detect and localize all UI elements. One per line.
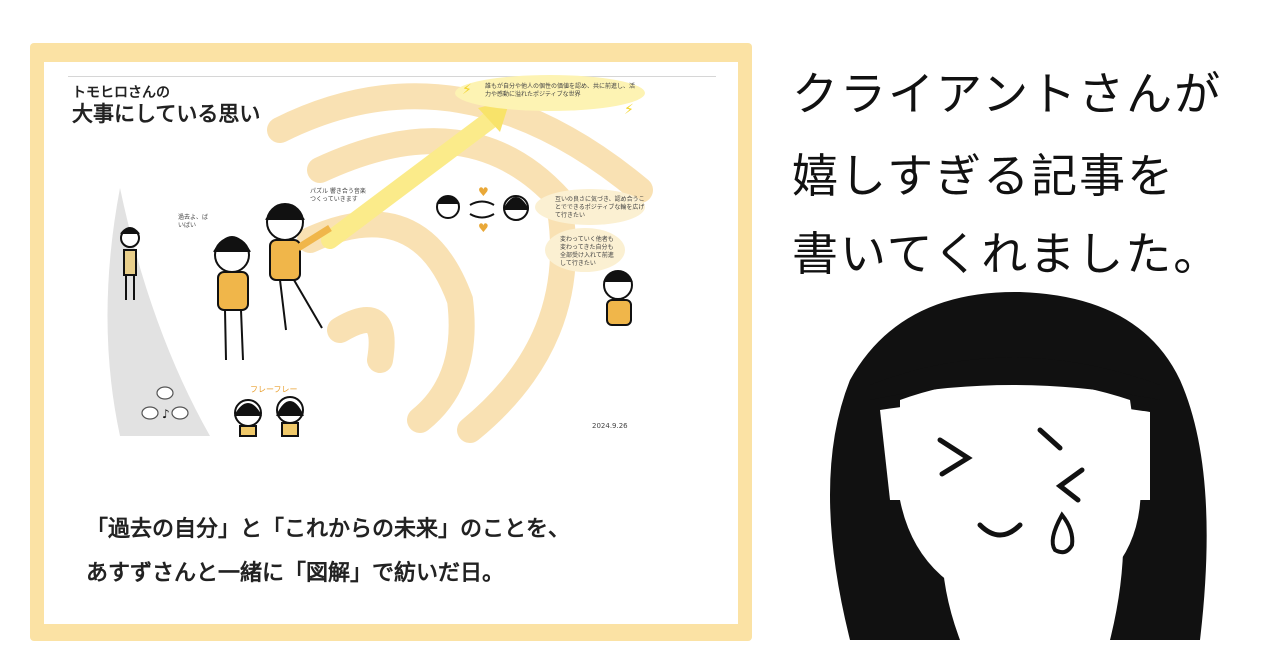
handwritten-line-3: 書いてくれました。	[792, 227, 1222, 281]
illustration-title: 大事にしている思い	[72, 101, 261, 126]
cheer-text: フレーフレー	[250, 385, 298, 394]
person-2	[265, 203, 332, 331]
divider	[68, 76, 716, 77]
note-bubble-2	[545, 228, 625, 272]
cheering-girls	[234, 396, 304, 437]
handwritten-line-1: クライアントさんが	[792, 67, 1223, 121]
caption-line-2: あすずさんと一緒に「図解」で紡いだ日。	[86, 561, 505, 586]
date: 2024.9.26	[592, 422, 628, 430]
music-note-icon: ♪	[162, 407, 170, 421]
person-1	[213, 236, 251, 361]
person-past	[120, 227, 140, 300]
caption-line-1: 「過去の自分」と「これからの未来」のことを、	[86, 517, 571, 542]
past-note: 過去よ、ばいばい	[178, 214, 209, 229]
vision-note: 誰もが自分や他人の個性の価値を認め、共に前進し、活力や感動に溢れたポジティブな世…	[485, 83, 636, 98]
sparkle-icon: ⚡	[462, 82, 472, 98]
speech-note: パズル 響き合う音楽 つくっていきます	[310, 188, 366, 203]
illustration-subtitle: トモヒロさんの	[72, 85, 170, 101]
arrow-to-future	[321, 111, 499, 249]
note-bubble-1	[535, 189, 645, 225]
vision-bubble	[455, 75, 645, 111]
pair-faces	[436, 195, 529, 221]
note-1: 互いの良さに気づき、認め合うことでできるポジティブな輪を広げて行きたい	[555, 196, 645, 219]
caption: 「過去の自分」と「これからの未来」のことを、 あすずさんと一緒に「図解」で紡いだ…	[86, 508, 570, 596]
note-2: 変わっていく他者も変わってきた自分も全部受け入れて前進して行きたい	[560, 236, 614, 267]
chat-bubbles	[141, 386, 189, 420]
sparkle-icon: ⚡	[624, 102, 634, 118]
crying-girl-drawing	[830, 291, 1207, 640]
handwritten-line-2: 嬉しすぎる記事を	[792, 149, 1176, 203]
heart-icon: ♥	[478, 221, 489, 235]
heart-icon: ♥	[478, 185, 489, 199]
person-3	[603, 270, 633, 326]
